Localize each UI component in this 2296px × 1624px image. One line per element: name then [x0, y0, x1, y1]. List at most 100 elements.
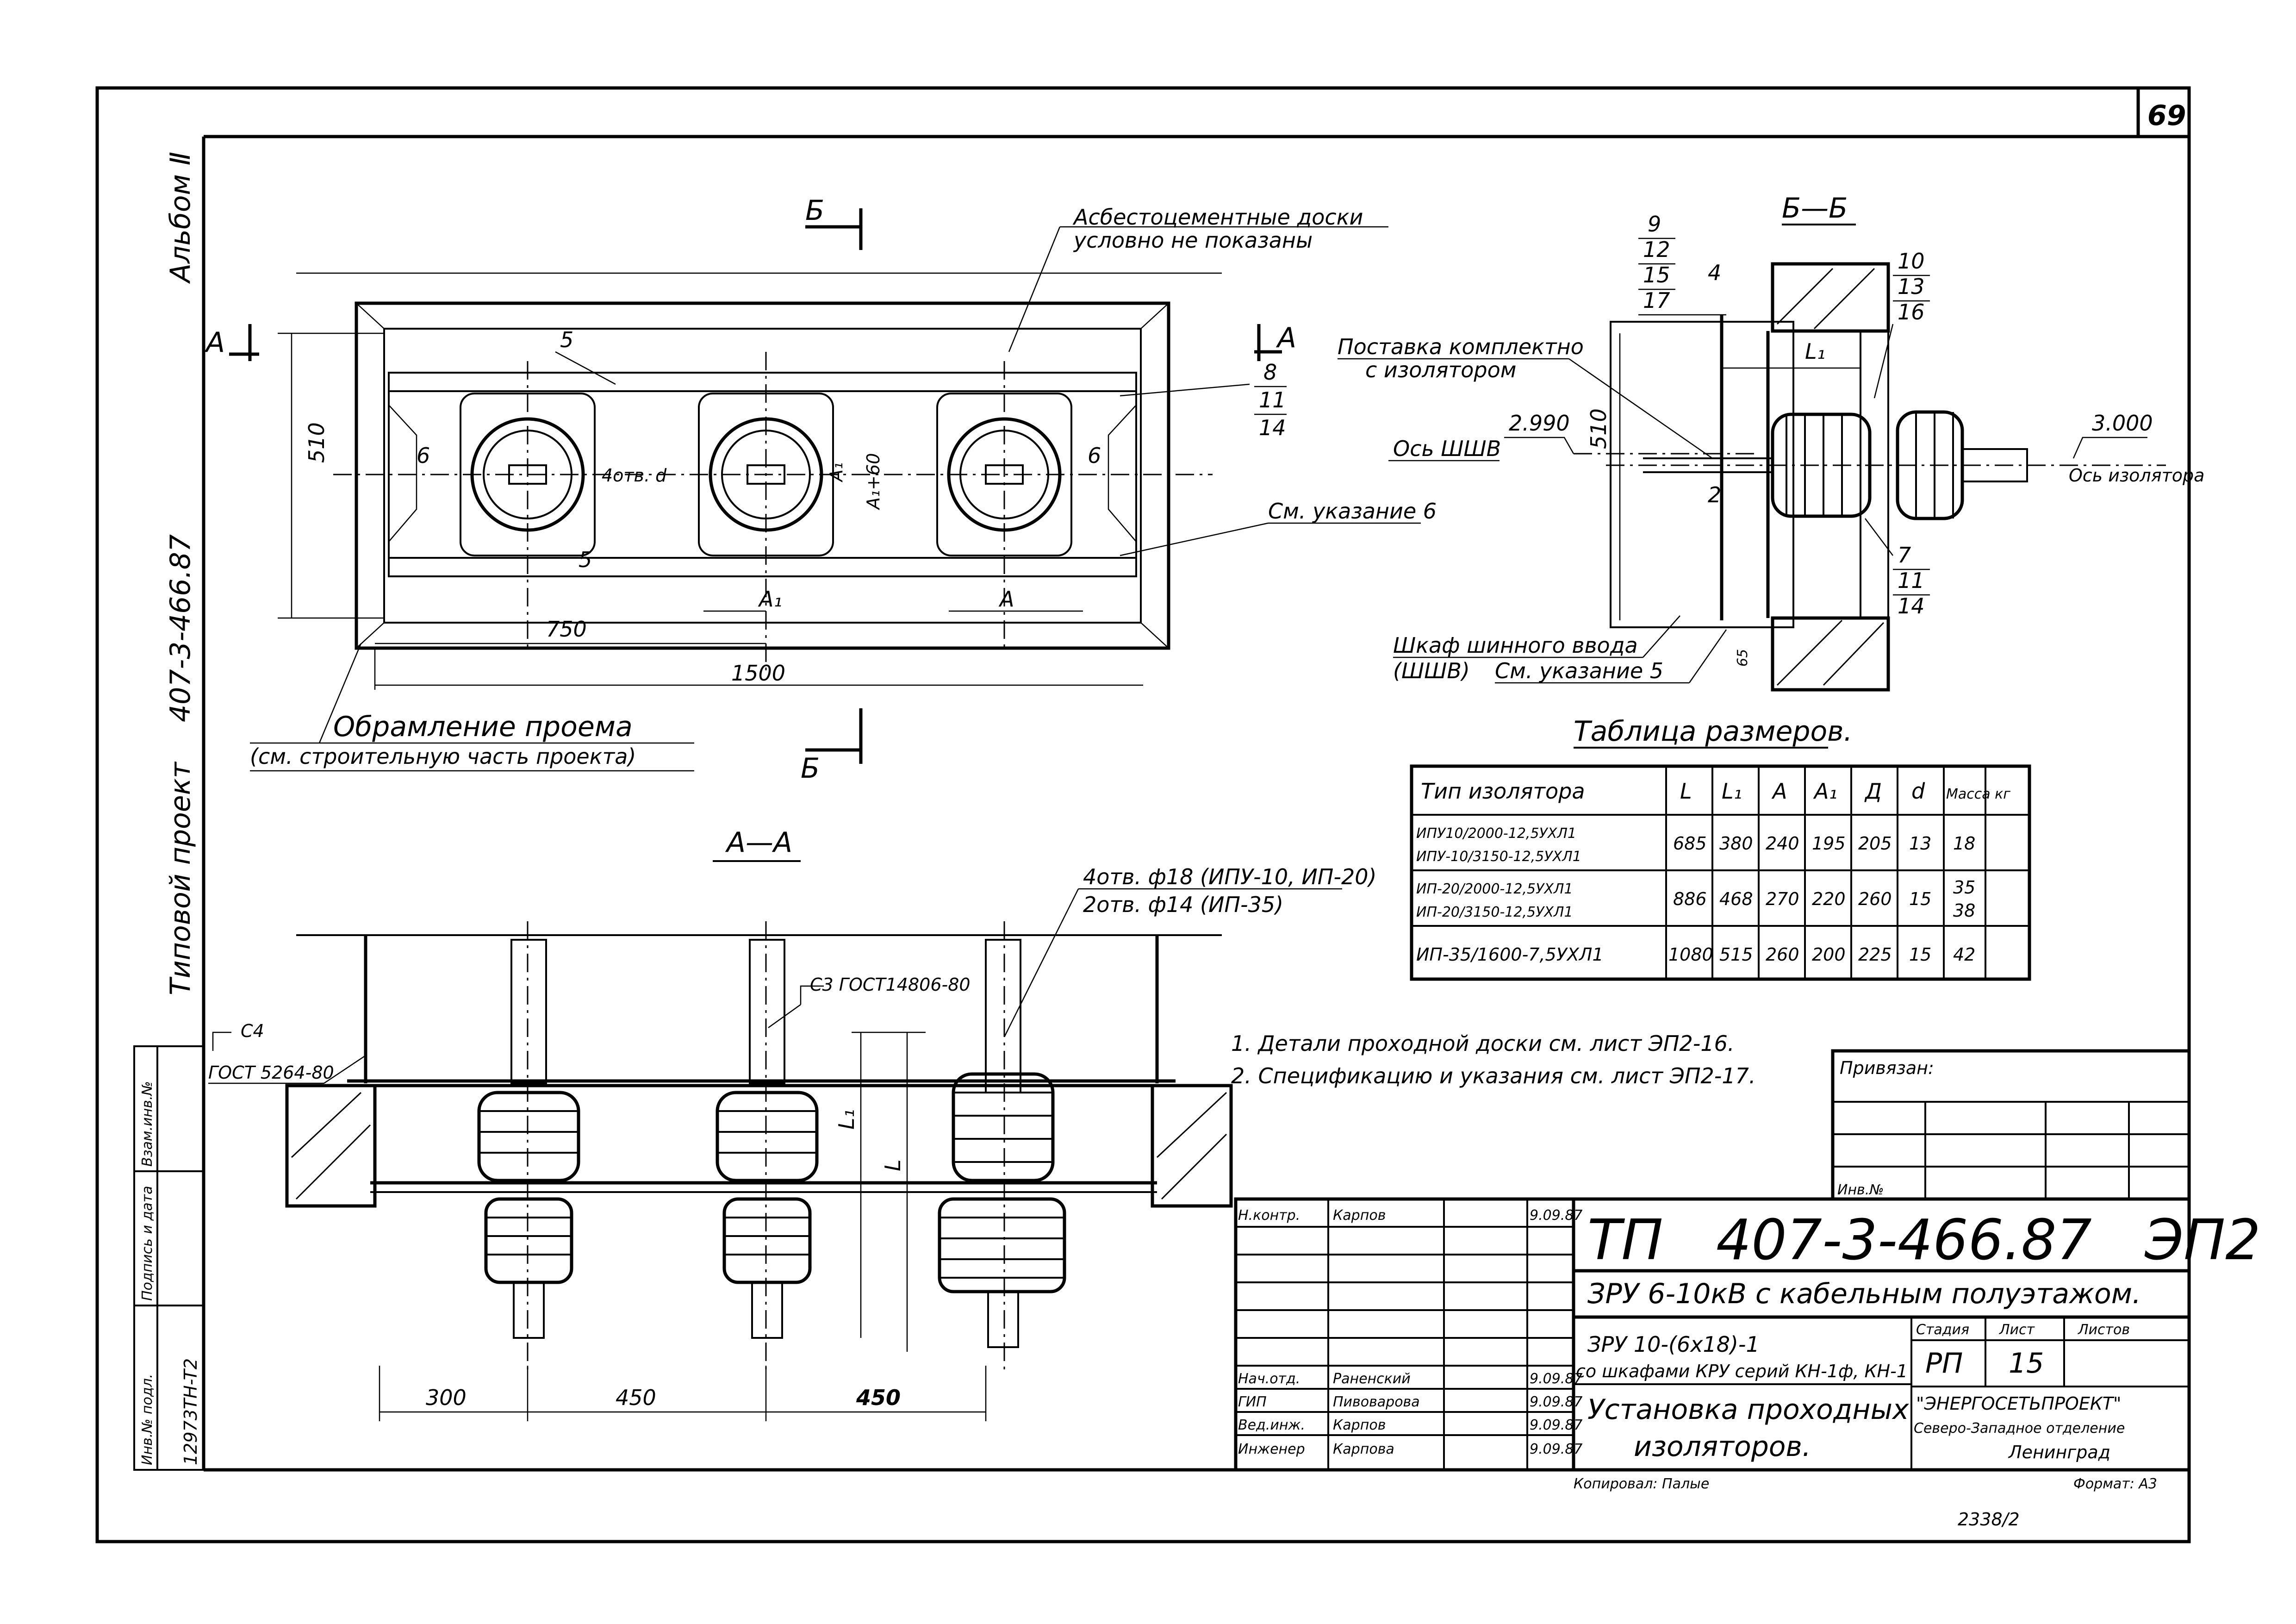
- section-aa-c3: С3 ГОСТ14806-80: [810, 974, 971, 995]
- plan-dim-750: 750: [546, 617, 587, 642]
- plan-view: 510 750 1500 А₁ А А₁+60 А₁ 4отв. d 5 5 6…: [204, 194, 1437, 785]
- table-row-2-d-big: 260: [1858, 889, 1892, 909]
- plan-note-asbestos-2: условно не показаны: [1073, 228, 1313, 253]
- table-row-2-l1: 468: [1719, 889, 1753, 909]
- stamp-stage-label: Стадия: [1916, 1322, 1969, 1338]
- stamp-object: ЗРУ 6-10кВ с кабельным полуэтажом.: [1587, 1278, 2141, 1310]
- plan-note-frame-1: Обрамление проема: [333, 711, 633, 743]
- table-row-1-d-big: 205: [1858, 833, 1892, 854]
- plan-dim-a: А: [998, 587, 1014, 612]
- stamp-role-3: ГИП: [1238, 1394, 1267, 1410]
- table-row-2-a1: 220: [1812, 889, 1846, 909]
- section-bb-axis-shwv: Ось ШШВ: [1393, 436, 1501, 461]
- section-aa-gost-5264: ГОСТ 5264-80: [208, 1062, 334, 1083]
- stamp-title-2: изоляторов.: [1634, 1430, 1811, 1463]
- table-header-l: L: [1680, 779, 1692, 804]
- section-aa-dim-450b: 450: [856, 1385, 901, 1410]
- stamp-role-2: Нач.отд.: [1238, 1371, 1300, 1387]
- format-label: Формат: А3: [2073, 1476, 2157, 1492]
- stamp-date-5: 9.09.87: [1530, 1441, 1583, 1457]
- table-header-d-big: Д: [1864, 779, 1882, 804]
- section-bb-supply-2: с изолятором: [1365, 357, 1516, 382]
- stamp-sheet-label: Лист: [1999, 1322, 2035, 1338]
- section-aa: А—А: [208, 826, 1376, 1421]
- stamp-name-4: Карпов: [1333, 1417, 1386, 1433]
- section-bb-pos-12: 12: [1643, 237, 1670, 262]
- section-bb: Б—Б 510: [1338, 192, 2204, 692]
- section-bb-title: Б—Б: [1782, 192, 1848, 225]
- table-row-2-d: 15: [1909, 889, 1931, 909]
- page-number-box: [2136, 86, 2191, 138]
- title-block: Привязан: Инв.№ Н.контр. Карпов 9.09.87 …: [1234, 1049, 2261, 1472]
- stamp-bound-label: Привязан:: [1840, 1058, 1934, 1078]
- section-bb-note-see-5: См. указание 5: [1495, 658, 1663, 683]
- outer-frame: [95, 86, 2191, 1543]
- plan-pos-8: 8: [1263, 360, 1277, 385]
- stamp-sheets-label: Листов: [2078, 1322, 2130, 1338]
- plan-pos-5-bottom: 5: [579, 547, 592, 572]
- section-aa-insulator-2: [716, 939, 819, 1339]
- inventory-no-label: Инв.№ подл.: [139, 1374, 156, 1465]
- plan-pos-6-left: 6: [417, 443, 430, 468]
- plan-dim-a1-60: А₁+60: [863, 453, 884, 511]
- project-type-vertical: Типовой проект: [164, 761, 197, 995]
- section-bb-pos-11: 11: [1898, 568, 1925, 593]
- section-bb-pos-7: 7: [1898, 543, 1911, 568]
- table-row-1-a: 240: [1766, 833, 1799, 854]
- table-row-1-l1: 380: [1719, 833, 1753, 854]
- table-row-1-type-1: ИПУ10/2000-12,5УХЛ1: [1416, 825, 1576, 842]
- inventory-code: 12973TH-T2: [180, 1358, 201, 1465]
- copied-by: Копировал: Палые: [1574, 1476, 1709, 1492]
- section-bb-pos-4: 4: [1708, 260, 1721, 285]
- plan-section-a-left: А: [204, 326, 225, 359]
- stamp-sheet-no: 15: [2009, 1347, 2044, 1380]
- section-aa-holes-2: 2отв. ф14 (ИП-35): [1083, 892, 1283, 917]
- stamp-name-1: Карпов: [1333, 1207, 1386, 1224]
- stamp-title-1: Установка проходных: [1587, 1393, 1909, 1426]
- stamp-date-3: 9.09.87: [1530, 1394, 1583, 1410]
- section-bb-pos-2: 2: [1708, 482, 1721, 507]
- table-header-a1: А₁: [1813, 779, 1837, 804]
- table-header-d: d: [1911, 779, 1925, 804]
- table-title: Таблица размеров.: [1574, 715, 1853, 748]
- section-aa-dim-300: 300: [426, 1385, 467, 1410]
- left-stamp-box: [133, 1045, 205, 1471]
- section-bb-pos-17: 17: [1643, 288, 1670, 313]
- stamp-role-4: Вед.инж.: [1238, 1417, 1305, 1433]
- plan-note-see-6: См. указание 6: [1268, 499, 1437, 524]
- stamp-name-5: Карпова: [1333, 1441, 1394, 1457]
- stamp-stage: РП: [1925, 1347, 1963, 1380]
- plan-pos-6-right: 6: [1088, 443, 1101, 468]
- table-row-2-mass-2: 38: [1953, 900, 1975, 921]
- note-1: 1. Детали проходной доски см. лист ЭП2-1…: [1231, 1031, 1735, 1056]
- table-row-3-mass: 42: [1953, 944, 1975, 965]
- bottom-code: 2338/2: [1958, 1509, 2020, 1530]
- stamp-date-2: 9.09.87: [1530, 1371, 1583, 1387]
- plan-section-a-right: А: [1276, 322, 1296, 354]
- stamp-date-4: 9.09.87: [1530, 1417, 1583, 1433]
- project-code-vertical: 407-3-466.87: [164, 534, 197, 722]
- stamp-role-5: Инженер: [1238, 1441, 1305, 1457]
- table-row-1-a1: 195: [1812, 833, 1846, 854]
- plan-note-frame-2: (см. строительную часть проекта): [250, 744, 636, 769]
- table-row-1-l: 685: [1673, 833, 1707, 854]
- table-row-1-d: 13: [1909, 833, 1931, 854]
- table-row-3-l: 1080: [1668, 944, 1713, 965]
- table-row-3-a1: 200: [1812, 944, 1846, 965]
- section-bb-pos-14: 14: [1898, 593, 1925, 618]
- table-row-3-l1: 515: [1719, 944, 1753, 965]
- section-aa-title: А—А: [725, 826, 792, 859]
- note-2: 2. Спецификацию и указания см. лист ЭП2-…: [1231, 1063, 1756, 1088]
- table-row-1-mass: 18: [1953, 833, 1975, 854]
- table-row-3-d: 15: [1909, 944, 1931, 965]
- section-bb-dim-65: 65: [1735, 649, 1751, 667]
- plan-note-asbestos-1: Асбестоцементные доски: [1072, 205, 1363, 230]
- section-bb-supply-1: Поставка комплектно: [1338, 334, 1584, 359]
- section-bb-cabinet-1: Шкаф шинного ввода: [1393, 633, 1638, 658]
- section-aa-insulator-1: [477, 939, 580, 1339]
- section-aa-dim-l1: L₁: [834, 1109, 859, 1130]
- section-bb-cabinet-2: (ШШВ): [1393, 658, 1470, 683]
- section-bb-pos-16: 16: [1898, 300, 1925, 325]
- table-header-type: Тип изолятора: [1421, 779, 1585, 804]
- stamp-inv-label: Инв.№: [1837, 1182, 1884, 1198]
